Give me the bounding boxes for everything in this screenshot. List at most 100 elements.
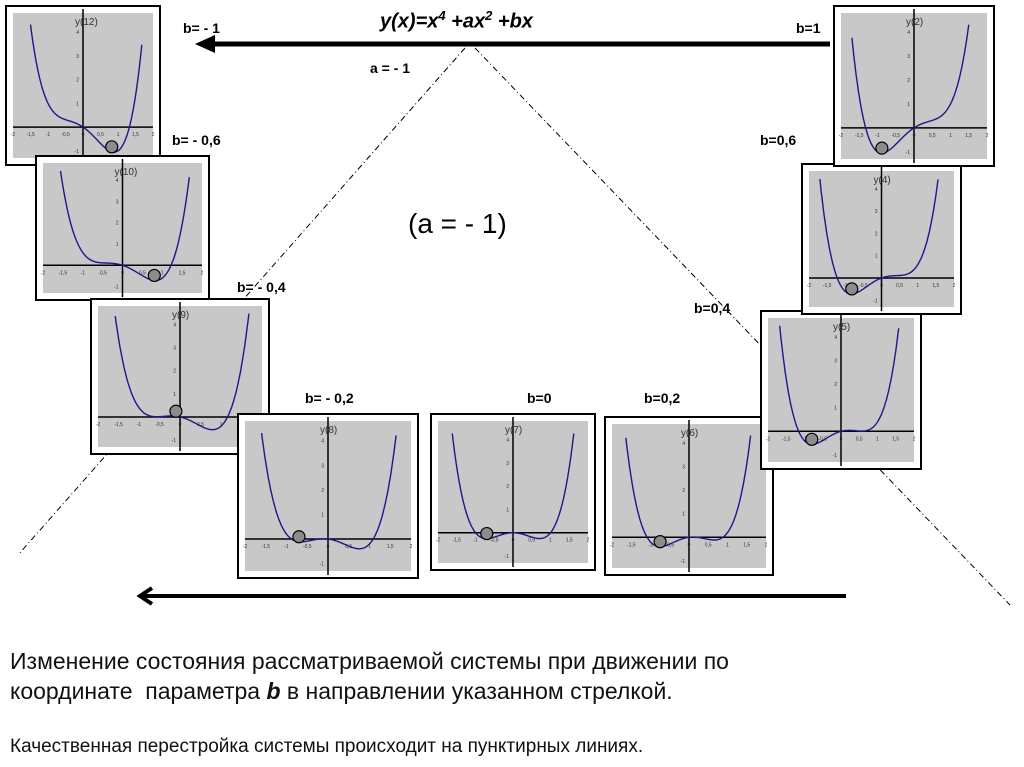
x-tick-label: 2: [152, 132, 155, 138]
bottom-arrow: [136, 586, 846, 606]
x-tick-label: 0: [840, 436, 843, 442]
y-tick-label: 3: [76, 54, 79, 60]
plot-title: y(5): [833, 322, 850, 333]
x-tick-label: 0,5: [896, 283, 903, 289]
x-tick-label: -0,5: [61, 132, 70, 138]
x-tick-label: 1: [117, 132, 120, 138]
potential-curve: [114, 313, 250, 431]
y-tick-label: -1: [873, 298, 878, 304]
b-value-label: b= - 0,4: [237, 279, 286, 295]
y-tick-label: 1: [506, 507, 509, 513]
plot-title: y(2): [906, 17, 923, 28]
x-tick-label: -0,5: [818, 436, 827, 442]
potential-curve: [29, 24, 143, 153]
plot-title: y(8): [320, 425, 337, 436]
x-tick-label: 0,5: [528, 538, 535, 544]
x-tick-label: 0: [82, 132, 85, 138]
x-tick-label: -1,5: [823, 283, 832, 289]
y-tick-label: 4: [907, 30, 910, 36]
y-tick-label: 4: [682, 441, 685, 447]
b-value-label: b=0,4: [694, 300, 731, 316]
b-value-label: b=0,2: [644, 390, 681, 406]
x-tick-label: 0,5: [929, 133, 936, 139]
x-tick-label: -0,5: [303, 544, 312, 550]
x-tick-label: 0,5: [345, 544, 352, 550]
x-tick-label: 0,5: [856, 436, 863, 442]
x-tick-label: -2: [766, 436, 771, 442]
x-tick-label: 0: [121, 270, 124, 276]
x-tick-label: 0,5: [139, 270, 146, 276]
x-tick-label: -0,5: [155, 422, 164, 428]
y-tick-label: 1: [76, 101, 79, 107]
y-tick-label: 1: [116, 242, 119, 248]
left-critical-line: [17, 47, 466, 556]
potential-curve: [779, 325, 900, 446]
x-tick-label: 1,5: [387, 544, 394, 550]
x-tick-label: -2: [96, 422, 101, 428]
b-value-label: b= - 0,6: [172, 132, 221, 148]
x-tick-label: -1,5: [114, 422, 123, 428]
x-tick-label: 0: [688, 542, 691, 548]
x-tick-label: 0,5: [705, 542, 712, 548]
x-tick-label: 1,5: [566, 538, 573, 544]
x-tick-label: 0,5: [197, 422, 204, 428]
x-tick-label: 2: [587, 538, 590, 544]
y-tick-label: 2: [173, 369, 176, 375]
x-tick-label: 1: [876, 436, 879, 442]
x-tick-label: -1,5: [855, 133, 864, 139]
x-tick-label: -1: [802, 436, 807, 442]
x-tick-label: 1,5: [132, 132, 139, 138]
y-tick-label: 1: [875, 254, 878, 260]
b-value-label: b=0: [527, 390, 552, 406]
x-tick-label: -0,5: [891, 133, 900, 139]
y-tick-label: 3: [173, 346, 176, 352]
x-tick-label: 2: [765, 542, 768, 548]
x-tick-label: 2: [201, 270, 204, 276]
ball-marker: [845, 282, 859, 296]
y-tick-label: 4: [321, 439, 324, 445]
y-tick-label: 3: [506, 461, 509, 467]
x-tick-label: -1: [648, 542, 653, 548]
x-tick-label: -1: [843, 283, 848, 289]
y-tick-label: 4: [173, 322, 176, 328]
x-tick-label: 1: [916, 283, 919, 289]
potential-curve: [851, 24, 970, 154]
b-value-label: b=0,6: [760, 132, 797, 148]
y-tick-label: -1: [75, 149, 80, 155]
potential-curve: [819, 178, 939, 295]
x-tick-label: 2: [410, 544, 413, 550]
x-tick-label: 0,5: [97, 132, 104, 138]
ball-marker: [653, 535, 667, 549]
b-value-label: b=1: [796, 20, 821, 36]
potential-curve: [625, 435, 752, 548]
x-tick-label: 1: [161, 270, 164, 276]
y-tick-label: 4: [834, 335, 837, 341]
ball-marker: [875, 141, 889, 155]
y-tick-label: -1: [172, 438, 177, 444]
y-tick-label: 3: [907, 54, 910, 60]
x-tick-label: -0,5: [98, 270, 107, 276]
plot-title: y(9): [172, 310, 189, 321]
plot-title: y(4): [874, 175, 891, 186]
x-tick-label: -2: [610, 542, 615, 548]
y-tick-label: -1: [906, 150, 911, 156]
x-tick-label: -1,5: [26, 132, 35, 138]
x-tick-label: -0,5: [859, 283, 868, 289]
ball-marker: [480, 526, 494, 541]
y-tick-label: 3: [834, 358, 837, 364]
y-tick-label: 2: [682, 488, 685, 494]
top-arrow: [195, 35, 830, 53]
y-tick-label: 1: [682, 512, 685, 518]
x-tick-label: -1: [284, 544, 289, 550]
x-tick-label: -2: [11, 132, 16, 138]
x-tick-label: 1: [368, 544, 371, 550]
